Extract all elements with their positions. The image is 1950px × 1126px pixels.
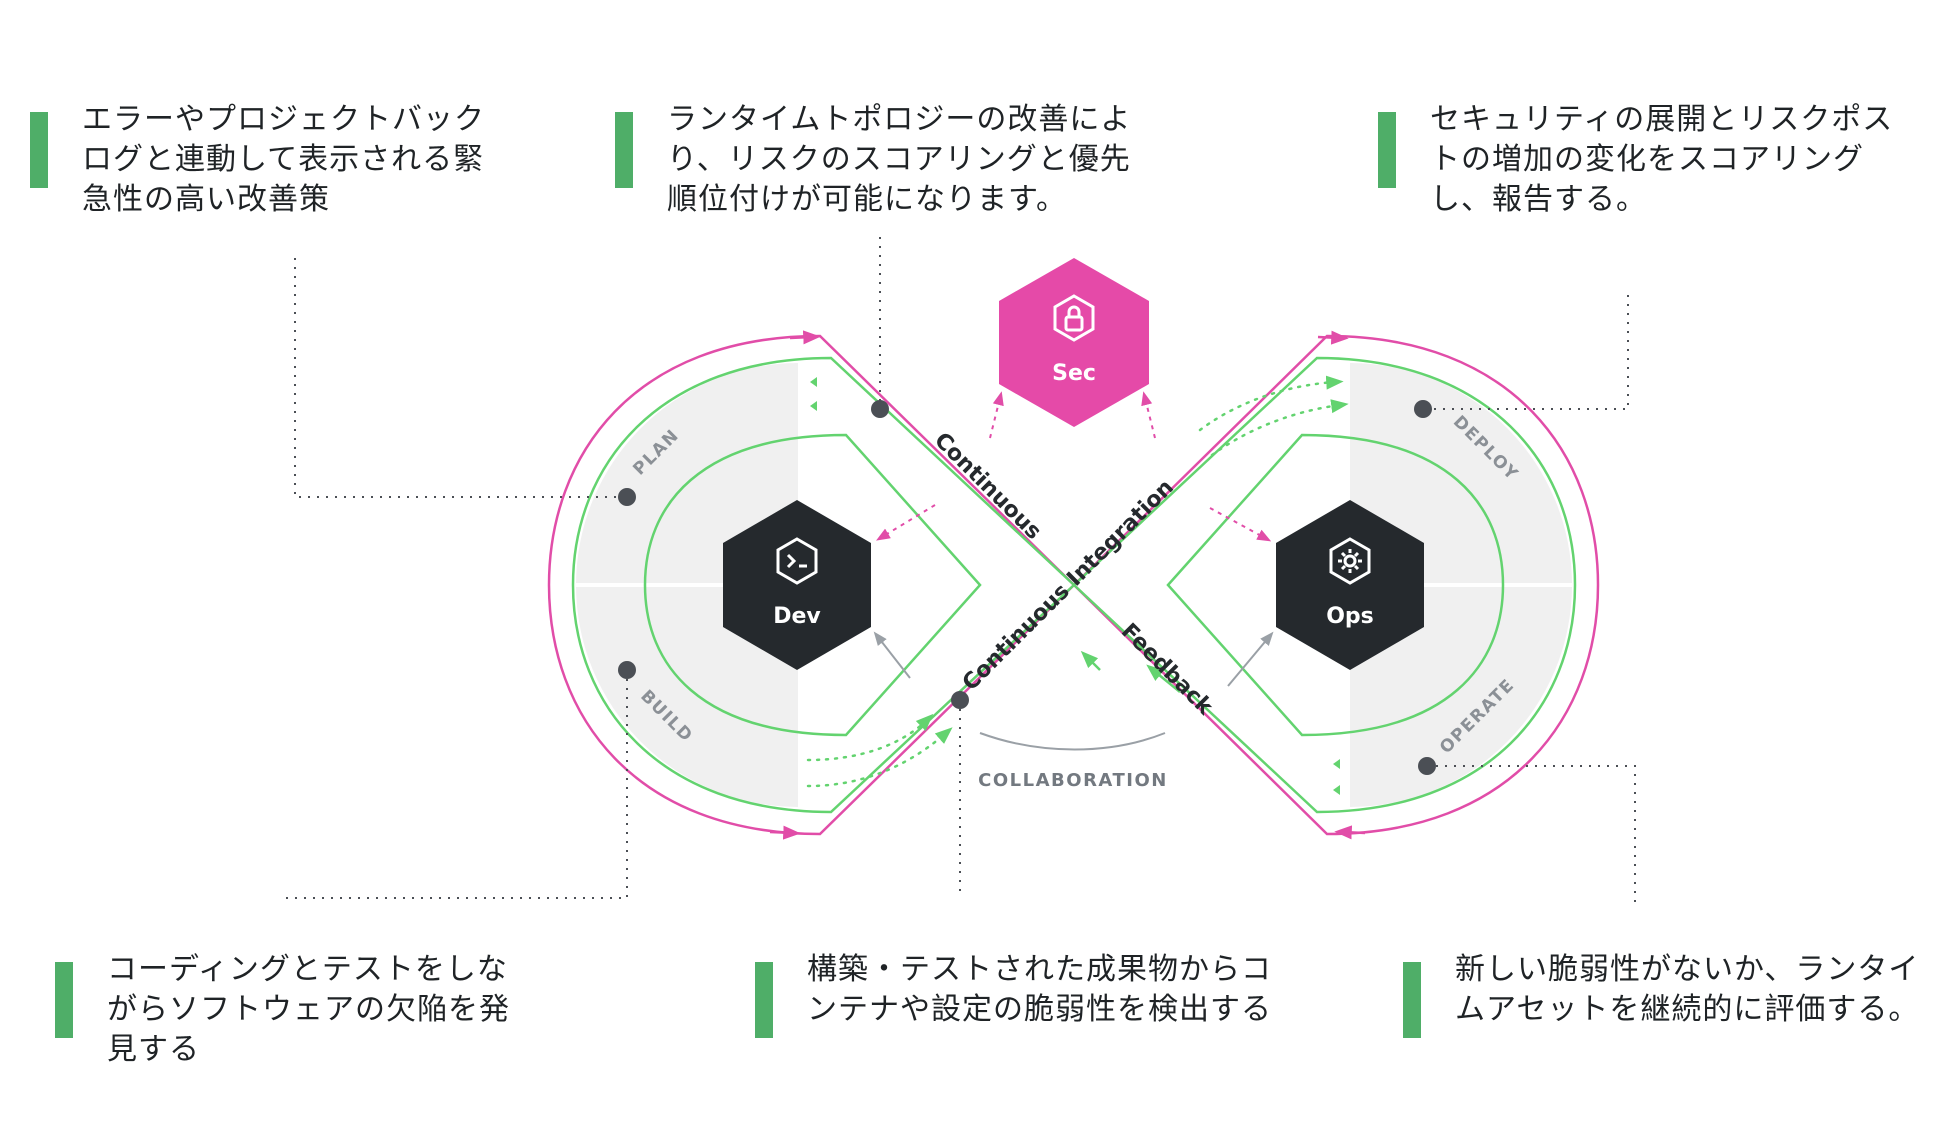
operate-note-accent-bar <box>1403 962 1421 1038</box>
dev-icon-prompt <box>786 553 797 569</box>
ops-icon-gear-center <box>1343 554 1357 568</box>
plan-dot <box>618 488 636 506</box>
plan-note-text: エラーやプロジェクトバックログと連動して表示される緊急性の高い改善策 <box>82 102 485 217</box>
sec-label: Sec <box>1052 361 1096 386</box>
phase-backgrounds <box>575 363 1573 807</box>
ops-label: Ops <box>1326 604 1374 629</box>
pink-arrow-to-sec-right <box>1141 391 1156 439</box>
pink-top-left-arrow <box>789 330 821 345</box>
pink-bottom-right-arrow <box>1334 825 1366 840</box>
right-bottom-triangle-2 <box>1333 785 1340 795</box>
sec-hexagon-shape <box>999 258 1149 427</box>
sec-icon-lock-shackle <box>1067 305 1081 317</box>
pink-arrow-to-ops <box>1209 507 1272 542</box>
green-left-lower-arrow <box>1080 650 1101 671</box>
plan-connector <box>294 258 627 498</box>
continuous-dot <box>871 400 889 418</box>
operate-connector <box>1427 765 1636 908</box>
deploy-note: セキュリティの展開とリスクポストの増加の変化をスコアリングし、報告する。 <box>1378 100 1898 220</box>
operate-note: 新しい脆弱性がないか、ランタイムアセットを継続的に評価する。 <box>1403 950 1923 1038</box>
continuous-note: ランタイムトポロジーの改善により、リスクのスコアリングと優先順位付けが可能になり… <box>615 100 1155 220</box>
ops-hexagon: Ops <box>1276 500 1424 670</box>
gray-arrow-to-ops <box>1227 631 1274 687</box>
right-top-dashed-flow-1 <box>1198 375 1344 432</box>
right-bottom-triangle-1 <box>1333 759 1340 769</box>
pink-bottom-left-arrow <box>769 825 801 840</box>
infinity-loops <box>547 334 1600 836</box>
dashed-flow-markers <box>806 375 1349 788</box>
continuous-label: Continuous <box>929 428 1046 545</box>
small-green-triangles <box>810 377 1340 795</box>
operate-dot <box>1418 757 1436 775</box>
integration-dot <box>951 691 969 709</box>
callout-dots <box>618 400 1436 775</box>
plan-note: エラーやプロジェクトバックログと連動して表示される緊急性の高い改善策 <box>30 100 500 220</box>
dev-label: Dev <box>773 604 821 629</box>
green-right-lower-arrow <box>1146 664 1181 693</box>
left-bottom-dashed-flow-2 <box>806 727 953 788</box>
green-outer-infinity-loop <box>571 356 1577 814</box>
green-inner-left-loop <box>643 433 982 737</box>
security-lock-icon <box>1053 294 1095 342</box>
pink-arrow-to-dev <box>876 504 936 541</box>
integration-note: 構築・テストされた成果物からコンテナや設定の脆弱性を検出する <box>755 950 1275 1038</box>
dev-icon-hexagon <box>776 537 818 585</box>
terminal-icon <box>776 537 818 585</box>
operate-note-text: 新しい脆弱性がないか、ランタイムアセットを継続的に評価する。 <box>1455 952 1920 1027</box>
build-note-text: コーディングとテストをしながらソフトウェアの欠陥を発見する <box>107 952 510 1067</box>
sec-icon-hexagon <box>1053 294 1095 342</box>
collaboration-label: COLLABORATION <box>978 770 1168 791</box>
pink-top-right-arrow <box>1317 330 1349 345</box>
dev-hexagon: Dev <box>723 500 871 670</box>
build-dot <box>618 661 636 679</box>
sec-hexagon: Sec <box>999 258 1149 427</box>
continuous-note-accent-bar <box>615 112 633 188</box>
continuous-note-text: ランタイムトポロジーの改善により、リスクのスコアリングと優先順位付けが可能になり… <box>667 102 1132 217</box>
left-top-triangle-2 <box>810 401 817 411</box>
ops-icon-hexagon <box>1329 537 1371 585</box>
gray-arrow-to-dev <box>873 631 911 679</box>
plan-note-accent-bar <box>30 112 48 188</box>
ops-icon-gear-teeth <box>1338 549 1362 573</box>
deploy-note-text: セキュリティの展開とリスクポストの増加の変化をスコアリングし、報告する。 <box>1430 102 1894 217</box>
ops-hexagon-shape <box>1276 500 1424 670</box>
deploy-note-accent-bar <box>1378 112 1396 188</box>
right-top-dashed-flow-2 <box>1210 399 1349 457</box>
pink-arrow-to-sec-left <box>989 391 1004 439</box>
integration-note-accent-bar <box>755 962 773 1038</box>
loop-direction-arrows <box>769 330 1366 840</box>
gear-icon <box>1329 537 1371 585</box>
integration-note-text: 構築・テストされた成果物からコンテナや設定の脆弱性を検出する <box>807 952 1272 1027</box>
feedback-label: Feedback <box>1116 619 1218 721</box>
callout-connectors <box>285 237 1636 908</box>
collaboration-arc <box>979 732 1166 751</box>
build-note: コーディングとテストをしながらソフトウェアの欠陥を発見する <box>55 950 525 1070</box>
green-inner-right-loop <box>1166 433 1505 737</box>
deploy-dot <box>1414 400 1432 418</box>
left-bottom-dashed-flow-1 <box>806 713 934 762</box>
sec-icon-lock-body <box>1064 315 1084 332</box>
deploy-connector <box>1423 295 1629 410</box>
dev-hexagon-shape <box>723 500 871 670</box>
left-top-triangle-1 <box>810 377 817 387</box>
build-note-accent-bar <box>55 962 73 1038</box>
sec-feedback-arrows <box>876 391 1272 542</box>
